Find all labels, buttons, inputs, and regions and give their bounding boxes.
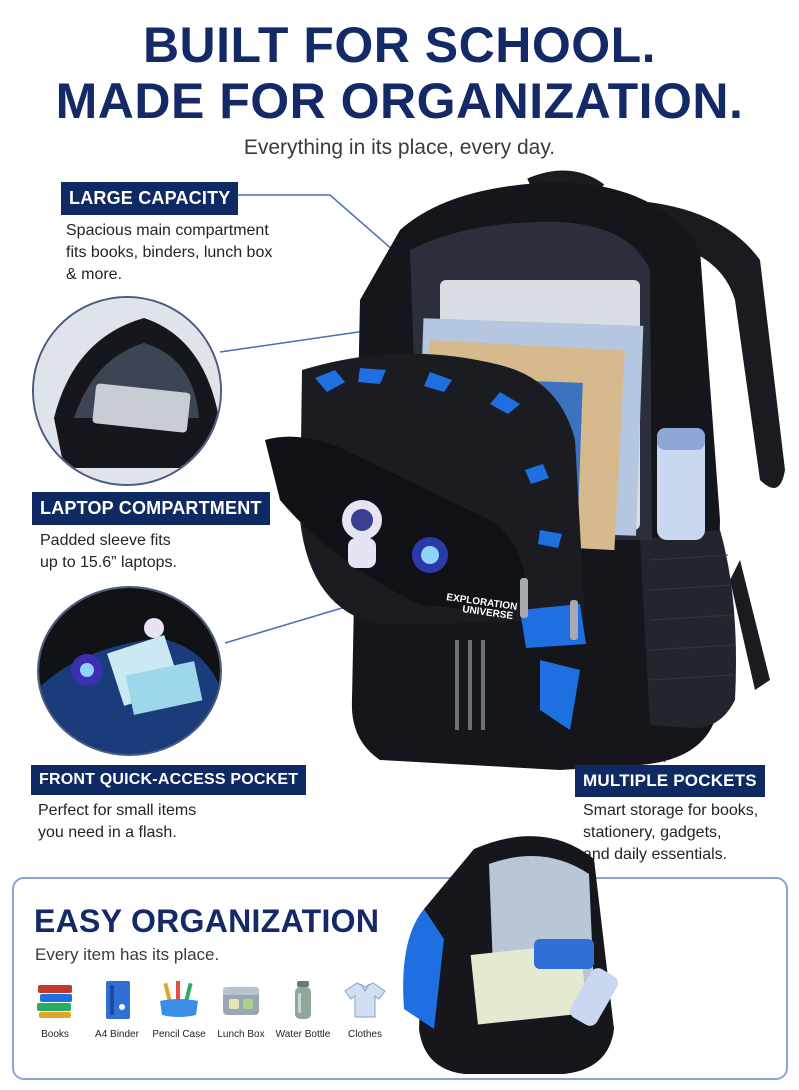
headline-subtitle: Everything in its place, every day. (243, 136, 556, 159)
clothes-icon (344, 982, 386, 1018)
large-capacity-desc-line-3: & more. (66, 266, 123, 283)
front-pocket-desc-line-2: you need in a flash. (38, 824, 177, 841)
headline-line-1: BUILT FOR SCHOOL. (142, 17, 657, 73)
front-pocket-desc-line-1: Perfect for small items (38, 802, 197, 819)
easy-organization-title: EASY ORGANIZATION (34, 903, 380, 939)
large-capacity-badge: LARGE CAPACITY (61, 182, 239, 215)
multiple-pockets-badge: MULTIPLE POCKETS (575, 765, 765, 797)
main-backpack-image: EXPLORATION UNIVERSE (219, 170, 785, 770)
books-icon (37, 985, 72, 1018)
item-label: Books (41, 1029, 69, 1040)
item-water-bottle: Water Bottle (272, 979, 334, 1040)
item-label: Water Bottle (275, 1029, 331, 1040)
multiple-pockets-desc-line-3: and daily essentials. (583, 846, 728, 863)
easy-organization-subtitle: Every item has its place. (35, 945, 220, 964)
item-label: Lunch Box (217, 1029, 265, 1040)
multiple-pockets-desc-line-2: stationery, gadgets, (583, 824, 722, 841)
front-pocket-badge: FRONT QUICK-ACCESS POCKET (31, 765, 307, 795)
large-capacity-desc-line-2: fits books, binders, lunch box (66, 244, 273, 261)
laptop-compartment-badge: LAPTOP COMPARTMENT (32, 492, 270, 525)
easy-organization-panel: EASY ORGANIZATION Every item has its pla… (12, 836, 788, 1080)
laptop-desc-line-2: up to 15.6” laptops. (40, 554, 177, 571)
front-pocket-image (37, 586, 222, 756)
multiple-pockets-desc: Smart storage for books, stationery, gad… (583, 800, 758, 866)
front-pocket-desc: Perfect for small items you need in a fl… (38, 800, 196, 844)
water-bottle-icon (295, 981, 311, 1019)
item-lunch-box: Lunch Box (210, 979, 272, 1040)
item-binder: A4 Binder (86, 979, 148, 1040)
item-pencil-case: Pencil Case (148, 979, 210, 1040)
lunch-box-icon (223, 987, 259, 1015)
multiple-pockets-desc-line-1: Smart storage for books, (583, 802, 759, 819)
pencil-case-icon (160, 981, 198, 1017)
open-backpack-image (403, 836, 619, 1074)
item-label: Pencil Case (152, 1029, 206, 1040)
large-capacity-desc: Spacious main compartment fits books, bi… (66, 220, 272, 286)
item-books: Books (24, 979, 86, 1040)
item-clothes: Clothes (334, 979, 396, 1040)
binder-icon (106, 981, 130, 1019)
laptop-compartment-image (32, 296, 222, 486)
laptop-desc-line-1: Padded sleeve fits (40, 532, 171, 549)
headline-line-2: MADE FOR ORGANIZATION. (55, 73, 744, 129)
item-label: Clothes (348, 1029, 382, 1040)
item-label: A4 Binder (95, 1029, 139, 1040)
large-capacity-desc-line-1: Spacious main compartment (66, 222, 269, 239)
laptop-compartment-desc: Padded sleeve fits up to 15.6” laptops. (40, 530, 177, 574)
